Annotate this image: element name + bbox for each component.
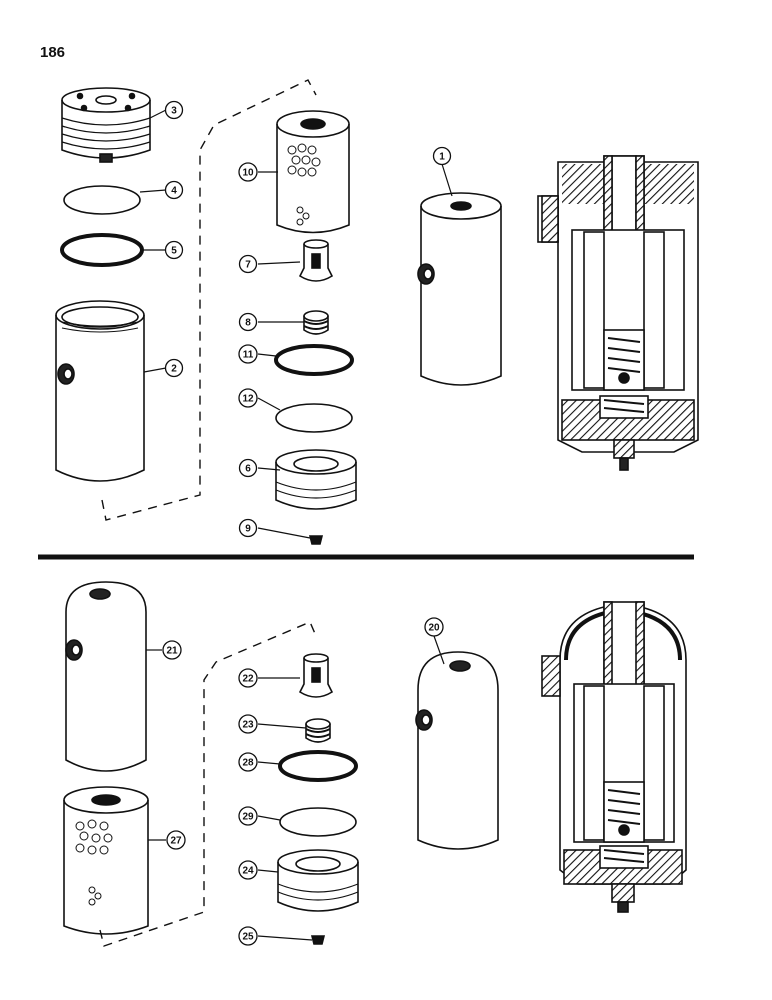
assembled-dome-filter-part bbox=[415, 651, 499, 850]
svg-text:28: 28 bbox=[242, 758, 254, 769]
gasket-thin bbox=[275, 403, 353, 433]
svg-text:29: 29 bbox=[242, 812, 254, 823]
drain-plug-part bbox=[308, 535, 324, 545]
housing-part bbox=[55, 300, 145, 482]
svg-text:10: 10 bbox=[242, 168, 254, 179]
valve-stem-part bbox=[298, 239, 334, 282]
svg-text:2: 2 bbox=[171, 364, 177, 375]
filter-element-part bbox=[276, 110, 350, 234]
svg-text:25: 25 bbox=[242, 932, 254, 943]
callout-5: 5 bbox=[164, 240, 184, 260]
svg-text:8: 8 bbox=[245, 318, 251, 329]
base-part-bottom bbox=[277, 849, 359, 912]
callout-9: 9 bbox=[238, 518, 258, 538]
callout-8: 8 bbox=[238, 312, 258, 332]
svg-text:4: 4 bbox=[171, 186, 177, 197]
gasket-thick bbox=[274, 344, 354, 376]
svg-text:1: 1 bbox=[439, 152, 445, 163]
callout-20: 20 bbox=[424, 617, 444, 637]
callout-12: 12 bbox=[238, 388, 258, 408]
callout-21: 21 bbox=[162, 640, 182, 660]
callout-22: 22 bbox=[238, 668, 258, 688]
svg-text:23: 23 bbox=[242, 720, 254, 731]
leader-lines bbox=[139, 109, 453, 941]
cross-section-bottom bbox=[541, 601, 687, 913]
svg-text:9: 9 bbox=[245, 524, 251, 535]
callout-2: 2 bbox=[164, 358, 184, 378]
drain-plug-part-bottom bbox=[310, 935, 326, 945]
callout-27: 27 bbox=[166, 830, 186, 850]
svg-text:6: 6 bbox=[245, 464, 251, 475]
svg-text:11: 11 bbox=[243, 350, 254, 361]
assembly-bracket-top bbox=[101, 79, 317, 521]
svg-text:12: 12 bbox=[242, 394, 254, 405]
callout-3: 3 bbox=[164, 100, 184, 120]
cross-section-top bbox=[537, 155, 699, 471]
o-ring-thin bbox=[63, 185, 141, 215]
valve-stem-part-bottom bbox=[298, 653, 334, 698]
page-number: 186 bbox=[40, 44, 66, 61]
svg-text:21: 21 bbox=[166, 646, 178, 657]
assembled-filter-part bbox=[417, 192, 502, 386]
svg-text:5: 5 bbox=[171, 246, 177, 257]
callout-24: 24 bbox=[238, 860, 258, 880]
callout-23: 23 bbox=[238, 714, 258, 734]
cover-cap-part bbox=[61, 87, 151, 163]
svg-text:27: 27 bbox=[170, 836, 182, 847]
svg-text:22: 22 bbox=[242, 674, 254, 685]
svg-text:7: 7 bbox=[245, 260, 251, 271]
svg-text:3: 3 bbox=[171, 106, 177, 117]
svg-text:20: 20 bbox=[428, 623, 440, 634]
svg-text:24: 24 bbox=[242, 866, 254, 877]
spring-part-bottom bbox=[305, 718, 331, 743]
spring-part bbox=[303, 310, 329, 335]
callout-10: 10 bbox=[238, 162, 258, 182]
o-ring-thick bbox=[60, 233, 144, 267]
callout-28: 28 bbox=[238, 752, 258, 772]
gasket-thin-bottom bbox=[279, 807, 357, 837]
dome-housing-part bbox=[65, 581, 147, 772]
callout-25: 25 bbox=[238, 926, 258, 946]
callout-6: 6 bbox=[238, 458, 258, 478]
base-part bbox=[275, 449, 357, 510]
filter-element-part-bottom bbox=[63, 786, 149, 935]
gasket-thick-bottom bbox=[278, 750, 358, 782]
assembly-bracket-bottom bbox=[99, 621, 317, 947]
callout-11: 11 bbox=[238, 344, 258, 364]
callout-1: 1 bbox=[432, 146, 452, 166]
callout-29: 29 bbox=[238, 806, 258, 826]
callout-7: 7 bbox=[238, 254, 258, 274]
callout-4: 4 bbox=[164, 180, 184, 200]
